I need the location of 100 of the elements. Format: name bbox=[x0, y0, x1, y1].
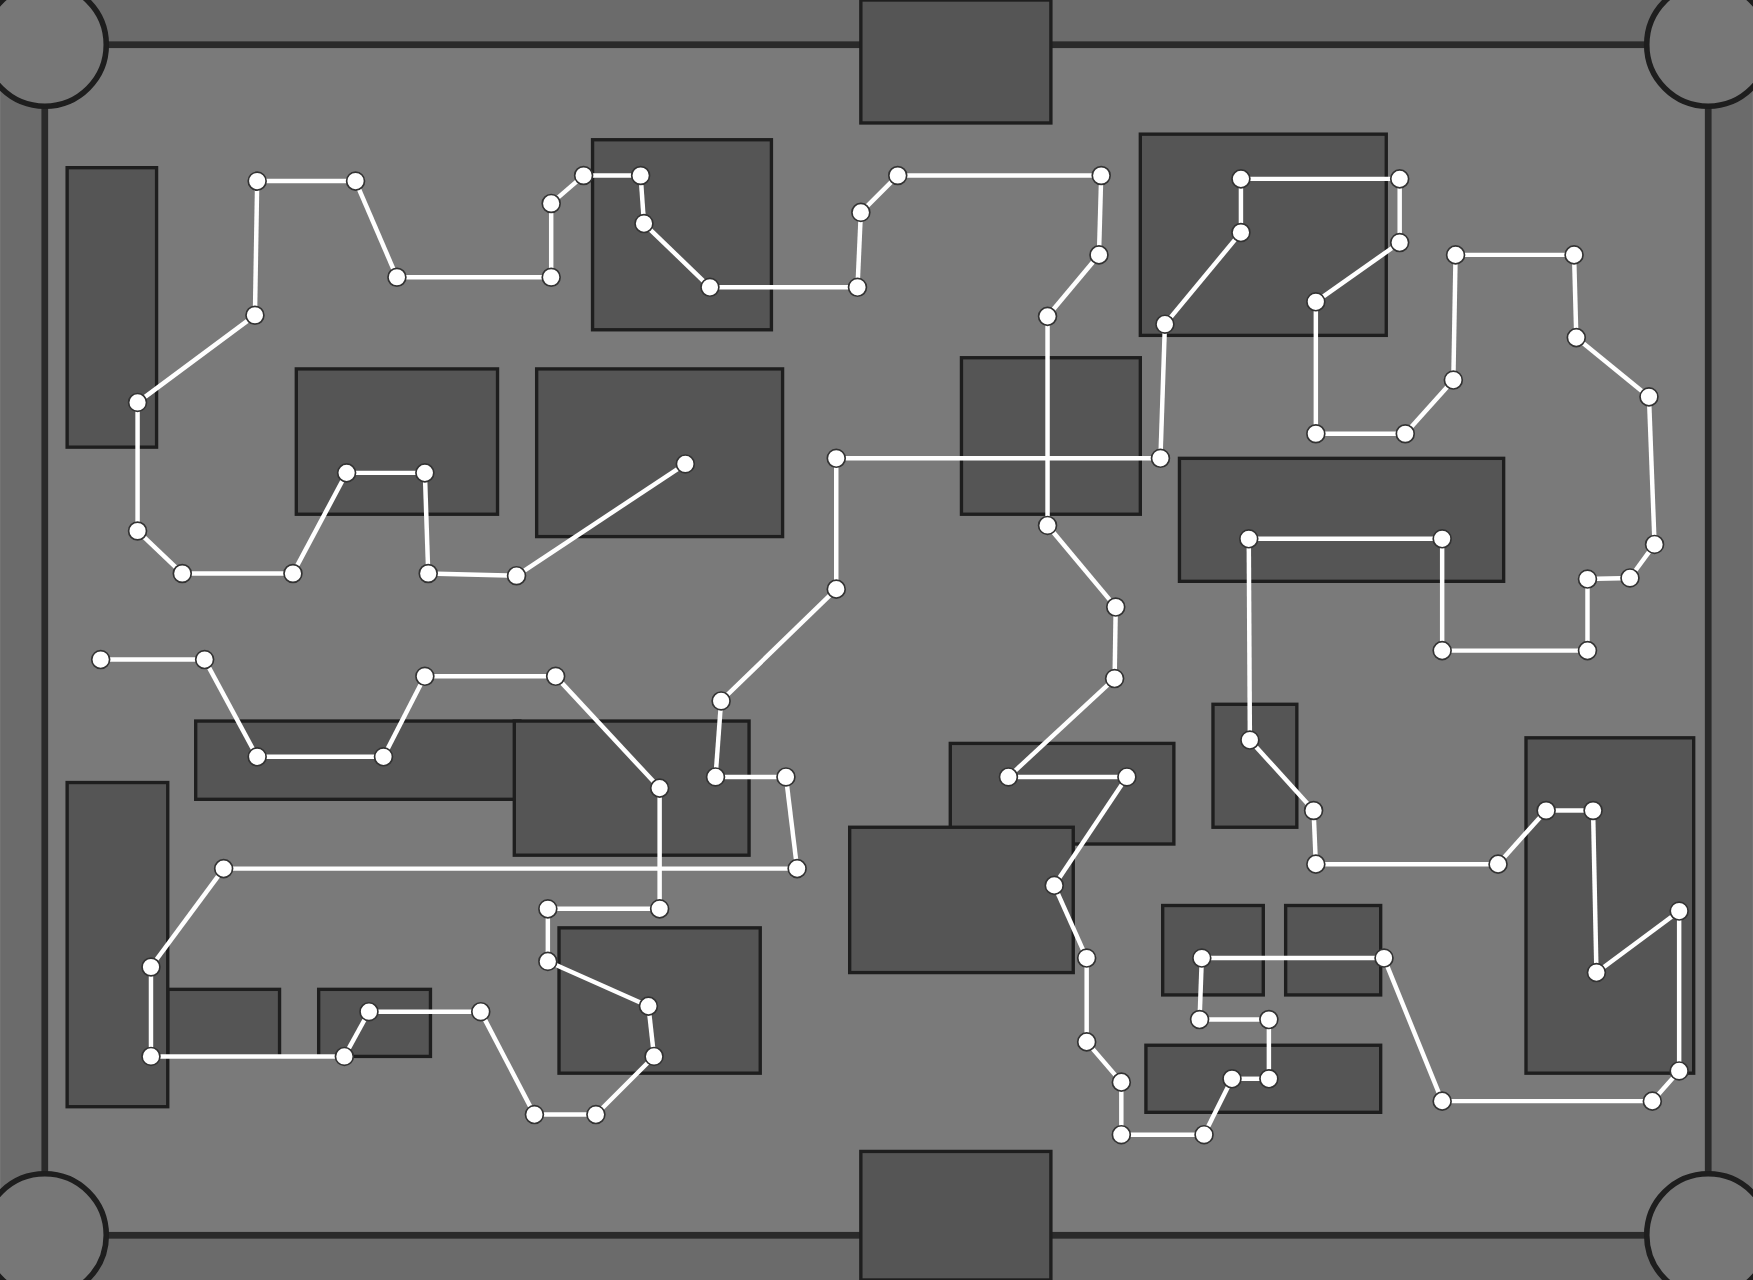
route-line bbox=[600, 1061, 650, 1110]
waypoint-dot bbox=[1306, 292, 1326, 312]
waypoint-dot bbox=[1239, 529, 1259, 549]
route-line bbox=[1017, 774, 1118, 780]
route-line bbox=[1168, 238, 1237, 319]
route-line bbox=[433, 674, 547, 679]
route-line bbox=[1581, 341, 1644, 393]
waypoint-dot bbox=[711, 691, 731, 711]
route-line bbox=[1572, 263, 1579, 329]
route-line bbox=[1397, 187, 1402, 234]
waypoint-dot bbox=[1564, 245, 1584, 265]
waypoint-dot bbox=[1104, 668, 1125, 689]
waypoint-dot bbox=[998, 767, 1019, 787]
waypoint-dot bbox=[887, 165, 908, 186]
waypoint-dot bbox=[545, 666, 566, 687]
route-line bbox=[647, 1014, 656, 1048]
route-line bbox=[1057, 783, 1124, 880]
waypoint-dot bbox=[1639, 387, 1659, 407]
waypoint-dot bbox=[541, 193, 561, 214]
waypoint-dot bbox=[1432, 1091, 1452, 1111]
route-line bbox=[1633, 550, 1652, 573]
waypoint-dot bbox=[373, 747, 394, 767]
waypoint-dot bbox=[172, 563, 193, 584]
waypoint-dot bbox=[1037, 306, 1058, 327]
route-line bbox=[639, 184, 646, 215]
route-line bbox=[713, 709, 723, 769]
waypoint-dot bbox=[538, 899, 558, 919]
route-line bbox=[148, 975, 154, 1048]
route-line bbox=[1257, 536, 1434, 542]
waypoint-dot bbox=[471, 1001, 491, 1022]
route-line bbox=[906, 173, 1093, 178]
waypoint-dot bbox=[1192, 948, 1212, 968]
waypoint-dot bbox=[776, 767, 796, 787]
waypoint-dot bbox=[1076, 1032, 1097, 1052]
route-line bbox=[522, 467, 680, 573]
route-line bbox=[1096, 184, 1104, 246]
waypoint-dot bbox=[1389, 232, 1410, 253]
waypoint-dot bbox=[1566, 327, 1587, 348]
route-line bbox=[555, 963, 642, 1005]
route-line bbox=[1656, 1076, 1675, 1096]
route-line bbox=[1647, 405, 1657, 536]
waypoint-dot bbox=[705, 767, 726, 787]
waypoint-dot bbox=[415, 463, 435, 483]
route-line bbox=[1596, 575, 1622, 582]
route-line bbox=[1439, 547, 1445, 642]
route-line bbox=[545, 917, 551, 953]
waypoint-dot bbox=[1240, 730, 1260, 750]
route-line bbox=[1409, 385, 1450, 429]
route-line bbox=[1676, 920, 1682, 1062]
waypoint-dot bbox=[675, 454, 696, 474]
waypoint-dot bbox=[1117, 767, 1137, 787]
waypoint-dot bbox=[847, 277, 868, 298]
waypoint-dot bbox=[1303, 800, 1324, 821]
waypoint-dot bbox=[1669, 1061, 1689, 1081]
route-line bbox=[1013, 683, 1110, 773]
waypoint-dot bbox=[141, 1046, 161, 1067]
route-line bbox=[556, 179, 579, 200]
waypoint-dot bbox=[1089, 245, 1109, 265]
route-line bbox=[266, 754, 375, 760]
waypoint-dot bbox=[90, 649, 111, 670]
route-line bbox=[1119, 1091, 1124, 1126]
route-line bbox=[1602, 914, 1674, 970]
route-line bbox=[232, 866, 789, 871]
waypoint-dot bbox=[506, 565, 527, 586]
route-line bbox=[1238, 187, 1244, 224]
waypoint-dot bbox=[336, 463, 357, 483]
route-line bbox=[385, 683, 423, 750]
route-line bbox=[1502, 815, 1542, 859]
waypoint-dot bbox=[247, 747, 267, 767]
route-line bbox=[1313, 310, 1319, 425]
waypoint-dot bbox=[1306, 854, 1326, 874]
waypoint-dot bbox=[638, 996, 659, 1016]
waypoint-dot bbox=[1259, 1069, 1279, 1089]
route-line bbox=[143, 318, 250, 399]
waypoint-dot bbox=[1189, 1009, 1210, 1030]
route-line bbox=[1324, 861, 1490, 867]
waypoint-dot bbox=[1105, 597, 1126, 617]
waypoint-dot bbox=[1583, 800, 1603, 821]
waypoint-dot bbox=[1488, 854, 1508, 874]
route-line bbox=[357, 188, 396, 270]
route-line bbox=[834, 467, 839, 581]
route-line bbox=[1051, 530, 1112, 602]
waypoint-dot bbox=[1669, 901, 1689, 921]
route-line bbox=[1324, 431, 1397, 436]
waypoint-dot bbox=[334, 1046, 355, 1067]
waypoint-dot bbox=[1536, 800, 1556, 821]
route-line bbox=[377, 1009, 472, 1014]
waypoint-dot bbox=[1443, 370, 1464, 390]
waypoint-dot bbox=[1231, 222, 1251, 243]
waypoint-dot bbox=[573, 165, 594, 186]
waypoint-dot bbox=[541, 267, 561, 287]
route-line bbox=[1090, 1047, 1118, 1077]
waypoint-dot bbox=[524, 1104, 545, 1125]
waypoint-dot bbox=[213, 858, 234, 879]
route-line bbox=[845, 456, 1152, 461]
route-line bbox=[191, 571, 284, 576]
route-line bbox=[109, 657, 196, 662]
route-line bbox=[1385, 965, 1441, 1094]
route-line bbox=[1051, 260, 1095, 311]
route-line bbox=[560, 681, 656, 784]
